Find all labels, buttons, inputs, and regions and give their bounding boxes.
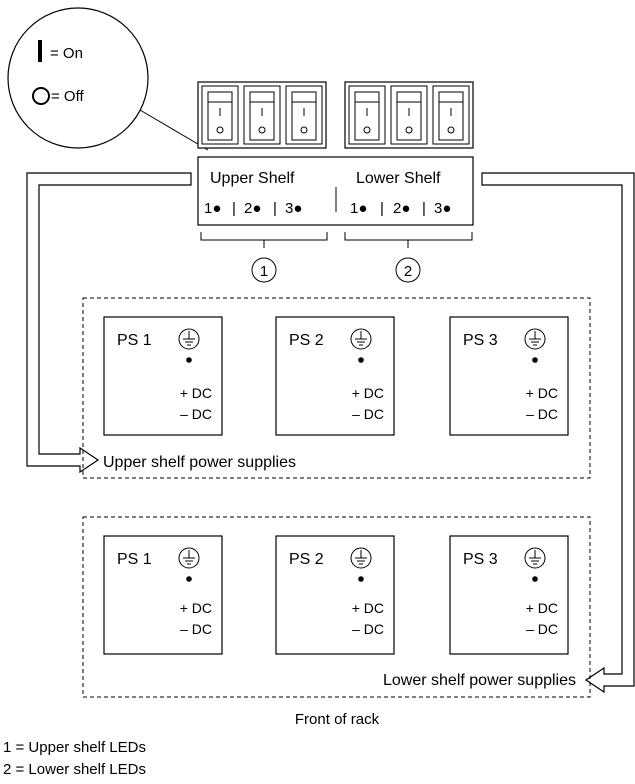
- upper-switch-1[interactable]: [201, 85, 239, 145]
- front-of-rack-label: Front of rack: [295, 711, 380, 728]
- ps-led-indicator: [186, 357, 192, 363]
- ps-label: PS 3: [463, 332, 498, 349]
- ground-icon: [524, 328, 546, 350]
- lower-ps-1: PS 1 + DC – DC: [103, 535, 223, 655]
- upper-shelf-area: Upper shelf power supplies: [82, 297, 591, 479]
- plus-dc-terminal: + DC: [526, 600, 558, 616]
- off-symbol-icon: [32, 87, 50, 105]
- ps-led-indicator: [532, 576, 538, 582]
- lower-led-sep-2: |: [422, 200, 426, 217]
- upper-shelf-caption: Upper shelf power supplies: [103, 454, 296, 471]
- ps-led-indicator: [532, 357, 538, 363]
- callout-1: 1: [251, 257, 277, 283]
- ps-label: PS 1: [117, 332, 152, 349]
- on-symbol-icon: [38, 40, 42, 62]
- callout-2: 2: [395, 257, 421, 283]
- ground-icon: [350, 547, 372, 569]
- lower-led-3: 3●: [434, 200, 451, 217]
- ps-label: PS 1: [117, 551, 152, 568]
- ps-label: PS 2: [289, 551, 324, 568]
- svg-text:2: 2: [404, 263, 412, 280]
- upper-ps-3: PS 3 + DC – DC: [449, 316, 569, 436]
- upper-led-sep-1: |: [232, 200, 236, 217]
- lower-led-sep-1: |: [380, 200, 384, 217]
- note-upper-shelf-leds: 1 = Upper shelf LEDs: [3, 739, 146, 756]
- minus-dc-terminal: – DC: [352, 406, 384, 422]
- plus-dc-terminal: + DC: [352, 385, 384, 401]
- lower-switch-group: [344, 81, 474, 149]
- ground-icon: [350, 328, 372, 350]
- lower-ps-3: PS 3 + DC – DC: [449, 535, 569, 655]
- upper-led-2: 2●: [244, 200, 261, 217]
- upper-led-3: 3●: [285, 200, 302, 217]
- lower-led-2: 2●: [393, 200, 410, 217]
- lower-shelf-area: Lower shelf power supplies: [82, 516, 591, 698]
- led-brackets: [200, 232, 473, 248]
- minus-dc-terminal: – DC: [352, 621, 384, 637]
- lower-ps-2: PS 2 + DC – DC: [275, 535, 395, 655]
- plus-dc-terminal: + DC: [180, 600, 212, 616]
- upper-switch-3[interactable]: [285, 85, 323, 145]
- plus-dc-terminal: + DC: [180, 385, 212, 401]
- ps-led-indicator: [358, 576, 364, 582]
- upper-ps-2: PS 2 + DC – DC: [275, 316, 395, 436]
- upper-led-sep-2: |: [273, 200, 277, 217]
- lower-switch-3[interactable]: [432, 85, 470, 145]
- minus-dc-terminal: – DC: [526, 621, 558, 637]
- plus-dc-terminal: + DC: [526, 385, 558, 401]
- ground-icon: [178, 328, 200, 350]
- ps-label: PS 2: [289, 332, 324, 349]
- lower-switch-2[interactable]: [390, 85, 428, 145]
- ground-icon: [178, 547, 200, 569]
- upper-led-1: 1●: [204, 200, 221, 217]
- ps-label: PS 3: [463, 551, 498, 568]
- ps-led-indicator: [186, 576, 192, 582]
- lower-switch-1[interactable]: [348, 85, 386, 145]
- off-legend-label: = Off: [51, 88, 84, 105]
- on-legend-label: = On: [50, 45, 83, 62]
- upper-shelf-routing-arrow: [26, 172, 192, 474]
- switch-legend-bubble: = On = Off: [7, 7, 209, 151]
- upper-switch-2[interactable]: [243, 85, 281, 145]
- lower-shelf-label: Lower Shelf: [356, 170, 441, 187]
- upper-ps-1: PS 1 + DC – DC: [103, 316, 223, 436]
- ps-led-indicator: [358, 357, 364, 363]
- minus-dc-terminal: – DC: [180, 406, 212, 422]
- ground-icon: [524, 547, 546, 569]
- minus-dc-terminal: – DC: [180, 621, 212, 637]
- svg-text:1: 1: [260, 263, 268, 280]
- upper-shelf-label: Upper Shelf: [210, 170, 295, 187]
- minus-dc-terminal: – DC: [526, 406, 558, 422]
- upper-switch-group: [197, 81, 327, 149]
- plus-dc-terminal: + DC: [352, 600, 384, 616]
- shelf-label-panel: Upper Shelf Lower Shelf 1● | 2● | 3● 1● …: [197, 156, 474, 226]
- note-lower-shelf-leds: 2 = Lower shelf LEDs: [3, 761, 146, 778]
- lower-led-1: 1●: [350, 200, 367, 217]
- lower-shelf-routing-arrow: [481, 172, 635, 694]
- lower-shelf-caption: Lower shelf power supplies: [383, 672, 576, 689]
